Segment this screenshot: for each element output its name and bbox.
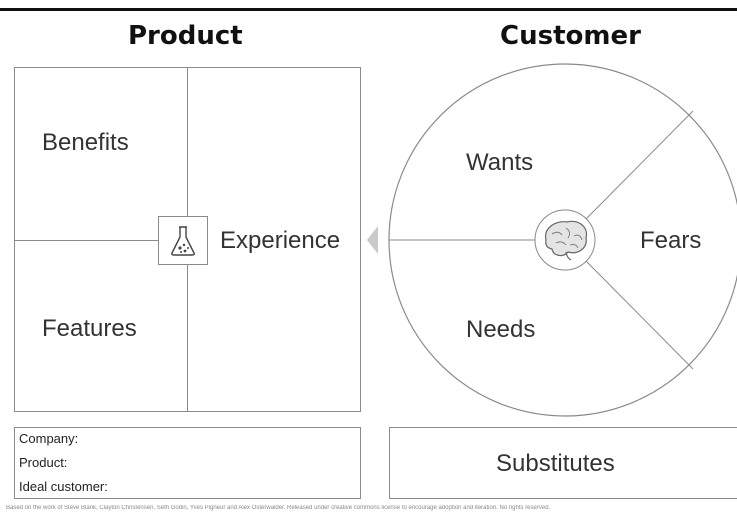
needs-label: Needs — [466, 316, 536, 343]
product-label: Product: — [19, 455, 68, 470]
fears-label: Fears — [640, 227, 702, 254]
company-label: Company: — [19, 431, 79, 446]
arrow-left-icon — [367, 226, 378, 254]
product-horizontal-divider — [14, 240, 187, 241]
top-rule — [0, 8, 737, 11]
experience-label: Experience — [220, 227, 341, 254]
substitutes-label: Substitutes — [496, 450, 615, 477]
customer-lower-divider — [585, 260, 694, 370]
flask-icon — [171, 225, 195, 256]
product-heading: Product — [128, 21, 243, 51]
benefits-label: Benefits — [42, 129, 129, 156]
features-label: Features — [42, 315, 137, 342]
flask-icon-box — [158, 216, 208, 265]
customer-upper-divider — [585, 110, 694, 220]
ideal-customer-label: Ideal customer: — [19, 479, 108, 494]
substitutes-box — [389, 427, 737, 499]
brain-icon — [544, 220, 588, 261]
customer-circle-diagram — [367, 63, 737, 417]
customer-heading: Customer — [500, 21, 641, 51]
wants-label: Wants — [466, 149, 534, 176]
attribution-footer: Based on the work of Steve Blank, Clayto… — [6, 505, 551, 511]
company-info-box — [14, 427, 361, 499]
